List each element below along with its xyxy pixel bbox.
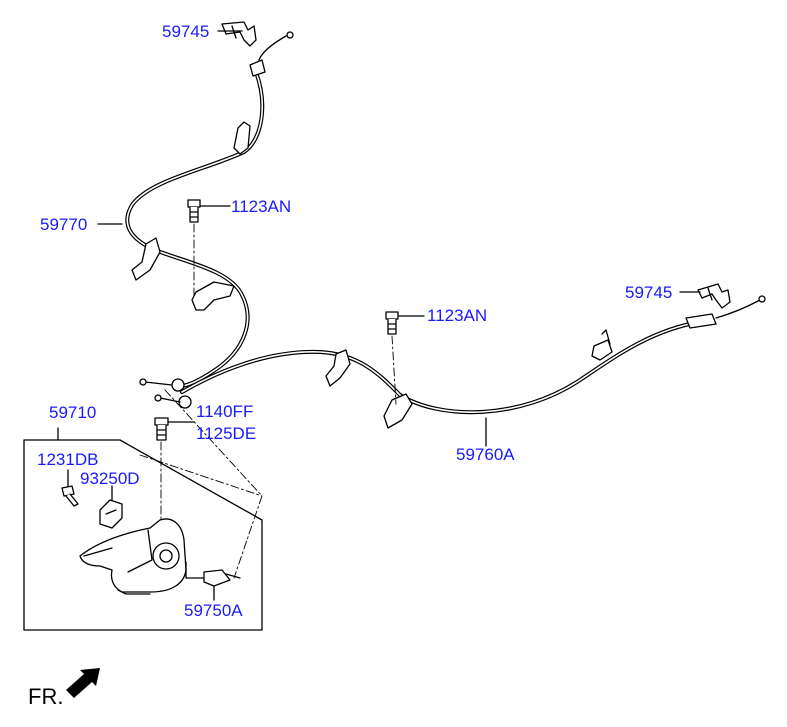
screw-small: [61, 485, 79, 507]
front-cable-bracket-3: [191, 281, 235, 311]
assembly-guide-lines: [139, 223, 397, 579]
clip-front: [221, 21, 257, 47]
clip-rear: [697, 283, 731, 309]
front-direction-arrow-icon: [66, 668, 100, 698]
front-cable-bracket-2: [131, 237, 161, 281]
callout-1123AN-upper: 1123AN: [231, 197, 292, 216]
front-cable-bracket-1: [233, 121, 251, 155]
rear-cable-bracket-2: [383, 393, 413, 429]
rear-cable-bracket-3: [591, 329, 613, 361]
front-direction-label: FR.: [28, 684, 64, 709]
rear-cable-bracket-1: [325, 349, 351, 387]
callout-93250D: 93250D: [80, 469, 140, 488]
callout-59745-front: 59745: [162, 22, 210, 41]
brake-switch: [185, 561, 241, 587]
bolt-mid: [385, 311, 399, 335]
bolt-lever: [154, 417, 169, 441]
bolt-upper: [187, 199, 201, 223]
callout-59770: 59770: [40, 215, 88, 234]
callout-1140FF: 1140FF: [196, 402, 254, 421]
callout-1123AN-mid: 1123AN: [427, 306, 488, 325]
callout-1231DB: 1231DB: [37, 450, 99, 469]
cable-equalizer: [139, 378, 192, 409]
callout-59745-rear: 59745: [625, 283, 673, 302]
callout-59710: 59710: [49, 403, 97, 422]
bracket-93250D: [99, 499, 123, 529]
callout-1125DE: 1125DE: [196, 424, 257, 443]
callout-59750A: 59750A: [184, 601, 243, 620]
callout-59760A: 59760A: [456, 445, 515, 464]
parking-brake-lever: [79, 518, 187, 595]
lever-assembly-box: [23, 439, 263, 631]
